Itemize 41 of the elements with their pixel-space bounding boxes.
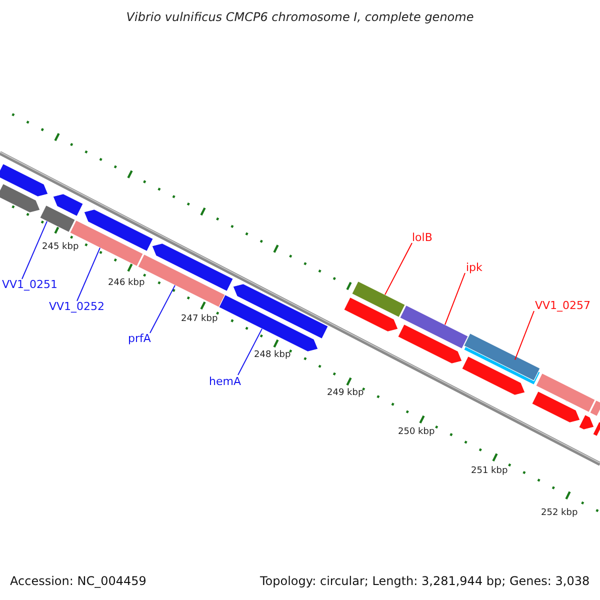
leader-line: [444, 272, 466, 326]
gene-segment: [40, 204, 76, 233]
gene-segment: [84, 208, 154, 252]
leader-line: [514, 310, 534, 360]
scale-label: 251 kbp: [471, 467, 508, 477]
gene-label: lolB: [412, 232, 432, 244]
scale-label: 250 kbp: [398, 428, 435, 438]
gene-segment: [0, 163, 48, 198]
scale-label: 252 kbp: [541, 509, 578, 519]
gene-segment: [0, 183, 40, 214]
gene-label: prfA: [128, 333, 151, 346]
leader-line: [238, 328, 262, 376]
accession-text: Accession: NC_004459: [10, 575, 146, 588]
leader-line: [384, 242, 412, 296]
gene-segment: [462, 356, 526, 396]
gene-label: VV1_0251: [2, 279, 58, 292]
leader-line: [76, 247, 100, 302]
gene-segment: [398, 324, 462, 364]
scale-label: 246 kbp: [108, 279, 145, 289]
gene-segment: [400, 304, 468, 350]
scale-label: 249 kbp: [327, 389, 364, 399]
gene-label: ipk: [466, 262, 482, 274]
leader-line: [22, 220, 48, 280]
gene-segment: [232, 283, 328, 340]
gene-label: hemA: [209, 376, 241, 388]
leader-line: [150, 284, 176, 334]
gene-label: VV1_0257: [535, 300, 591, 312]
scale-label: 247 kbp: [181, 315, 218, 325]
gene-segment: [152, 242, 234, 292]
gene-segment: [532, 390, 580, 424]
gene-segment: [352, 280, 406, 318]
gene-segment: [536, 372, 596, 413]
gene-label: VV1_0252: [49, 301, 105, 314]
genome-summary: Topology: circular; Length: 3,281,944 bp; Genes: 3,038: [260, 575, 590, 588]
scale-label: 245 kbp: [42, 243, 79, 253]
gene-segment: [344, 296, 398, 332]
gene-segment: [52, 193, 84, 217]
gene-segment: [590, 400, 600, 417]
diagram-title: Vibrio vulnificus CMCP6 chromosome I, complete genome: [125, 11, 475, 24]
scale-label: 248 kbp: [254, 351, 291, 361]
gene-segment: [592, 421, 600, 437]
